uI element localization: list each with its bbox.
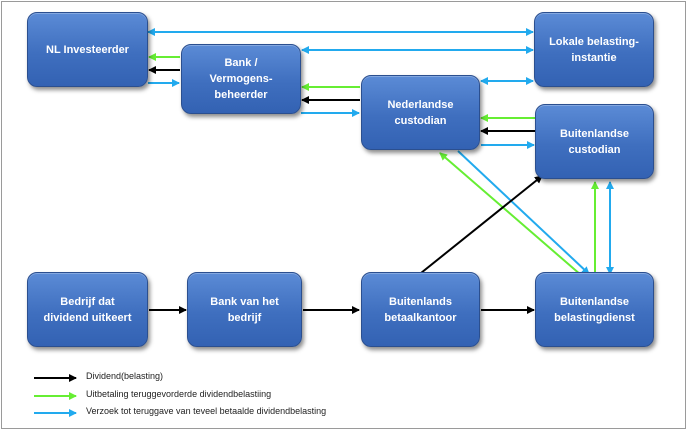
node-bank-van-het-bedrijf: Bank van het bedrijf (187, 272, 302, 347)
node-buitenlandse-custodian: Buitenlandse custodian (535, 104, 654, 179)
arrow-belastingdienst-nlcustodian-green (439, 152, 582, 276)
node-bedrijf-dividend: Bedrijf dat dividend uitkeert (27, 272, 148, 347)
legend-label-dividend: Dividend(belasting) (86, 371, 164, 381)
legend-label-verzoek: Verzoek tot teruggave van teveel betaald… (86, 406, 327, 416)
node-buitenlands-betaalkantoor: Buitenlands betaalkantoor (361, 272, 480, 347)
node-lokale-belastinginstantie: Lokale belasting- instantie (534, 12, 654, 87)
arrow-betaalkantoor-bcustodian-black (420, 175, 543, 274)
arrow-nlcustodian-belastingdienst-blue (457, 150, 590, 275)
node-nederlandse-custodian: Nederlandse custodian (361, 75, 480, 150)
node-bank-vermogensbeheerder: Bank / Vermogens- beheerder (181, 44, 301, 114)
legend-label-uitbetaling: Uitbetaling teruggevorderde dividendbela… (86, 389, 272, 399)
node-nl-investeerder: NL Investeerder (27, 12, 148, 87)
node-buitenlandse-belastingdienst: Buitenlandse belastingdienst (535, 272, 654, 347)
